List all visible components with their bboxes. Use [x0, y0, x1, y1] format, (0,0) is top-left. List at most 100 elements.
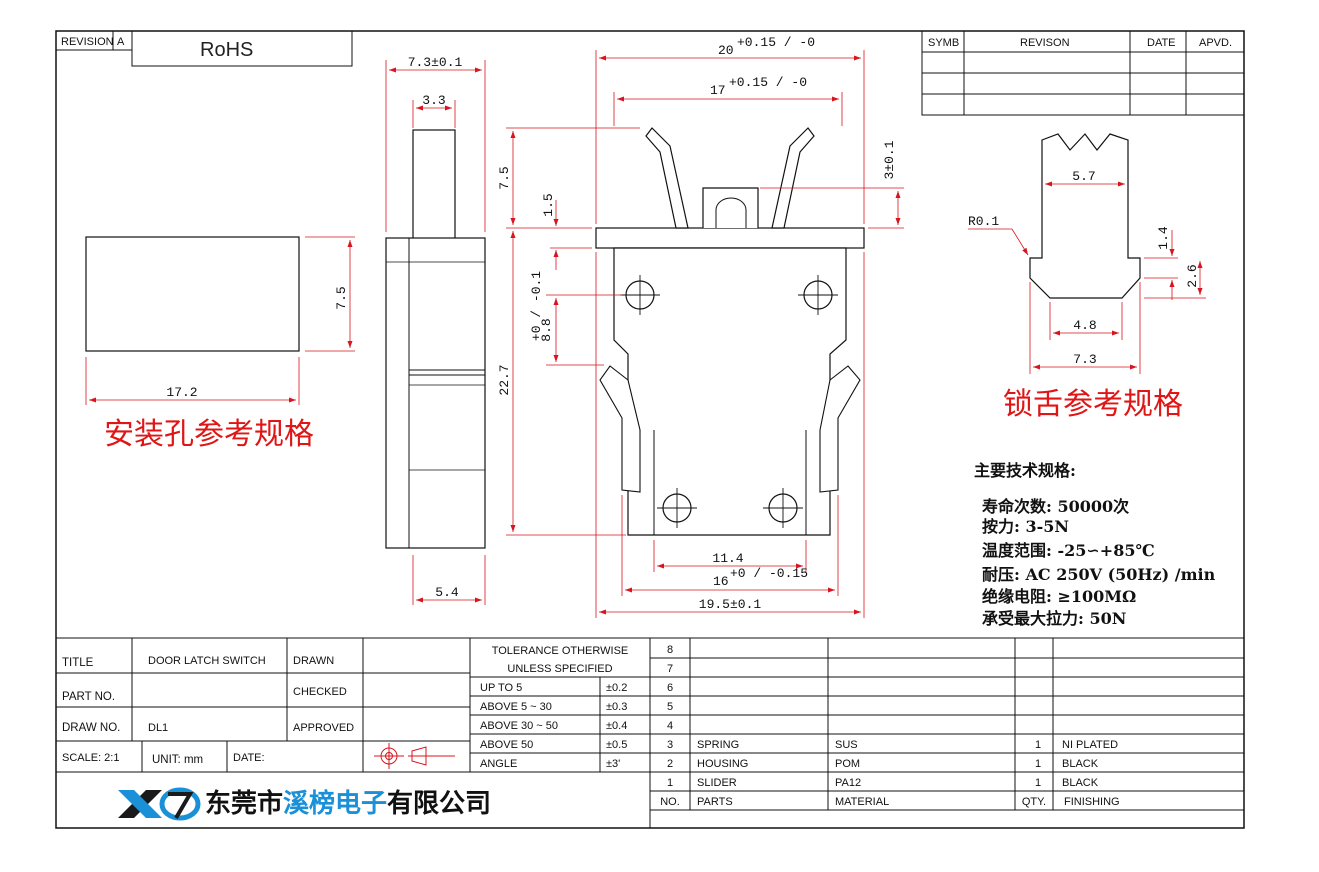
front-bottom-outer-dim: 19.5±0.1 [699, 597, 762, 612]
front-total-height-dim: 22.7 [497, 364, 512, 395]
part-row-no: 3 [667, 739, 673, 751]
draw-no-label: DRAW NO. [62, 722, 120, 734]
part-no-label: PART NO. [62, 691, 115, 703]
part-row-no: 5 [667, 701, 673, 713]
tongue-step-dim: 1.4 [1156, 226, 1171, 250]
part-row-name: HOUSING [697, 758, 748, 770]
tolerance-range: ABOVE 5 ~ 30 [480, 701, 552, 713]
front-overall-width-dim: 20 [718, 43, 734, 58]
checked-label: CHECKED [293, 686, 347, 698]
tongue-outer-dim: 7.3 [1073, 352, 1096, 367]
front-body [613, 247, 847, 536]
tongue-caption: 锁舌参考规格 [1003, 387, 1183, 422]
tolerance-range: ANGLE [480, 758, 517, 770]
part-row-material: PA12 [835, 777, 861, 789]
tolerance-range: UP TO 5 [480, 682, 522, 694]
projection-symbol-icon [374, 743, 455, 769]
mount-hole-view: 7.5 17.2 安装孔参考规格 [85, 236, 355, 452]
drawn-label: DRAWN [293, 655, 334, 667]
part-row-finishing: BLACK [1062, 758, 1099, 770]
tongue-radius-dim: R0.1 [968, 214, 999, 229]
front-overall-width-tol: +0.15 / -0 [737, 35, 815, 50]
tongue-inner-dim: 4.8 [1073, 318, 1096, 333]
part-row-finishing: BLACK [1062, 777, 1099, 789]
unit-label: UNIT: mm [152, 754, 203, 766]
revision-label: REVISION [61, 36, 114, 48]
part-row-no: 8 [667, 644, 673, 656]
revision-table: SYMB REVISON DATE APVD. [921, 30, 1245, 116]
front-left-arm [645, 127, 689, 229]
spec-line: 承受最大拉力: 50N [982, 609, 1126, 628]
front-arm-width-dim: 17 [710, 83, 726, 98]
tongue-top-dim: 5.7 [1072, 169, 1095, 184]
spec-block: 主要技术规格: 寿命次数: 50000次 按力: 3-5N 温度范围: -25∽… [974, 461, 1216, 628]
rohs-label: RoHS [200, 39, 253, 61]
title-block-text: TITLE DOOR LATCH SWITCH DRAWN PART NO. C… [62, 644, 1120, 821]
part-row-no: 4 [667, 720, 673, 732]
part-row-no: 7 [667, 663, 673, 675]
part-row-qty: 1 [1035, 758, 1041, 770]
side-top-width-dim: 7.3±0.1 [408, 55, 463, 70]
front-flange [595, 227, 865, 249]
side-pin-width-dim: 3.3 [422, 93, 445, 108]
part-row-qty: 1 [1035, 739, 1041, 751]
approved-label: APPROVED [293, 722, 354, 734]
part-row-no: 6 [667, 682, 673, 694]
part-row-no: 1 [667, 777, 673, 789]
tongue-shape [1029, 133, 1141, 299]
tolerance-heading-1: TOLERANCE OTHERWISE [492, 645, 629, 657]
parts-header-qty: QTY. [1022, 796, 1046, 808]
hole-width-dim: 17.2 [166, 385, 197, 400]
mount-hole-rect [85, 236, 300, 352]
front-bottom-mid-dim: 16 [713, 574, 729, 589]
spec-line: 按力: 3-5N [982, 517, 1069, 536]
front-flange-dim: 1.5 [541, 193, 556, 216]
tolerance-range: ABOVE 50 [480, 739, 533, 751]
hole-height-dim: 7.5 [334, 286, 349, 309]
company-logo [118, 787, 201, 821]
tongue-view: 5.7 R0.1 1.4 2.6 4.8 7.3 锁舌参考规格 [968, 133, 1206, 422]
revision-box: REVISION A RoHS [55, 30, 353, 67]
part-row-name: SPRING [697, 739, 739, 751]
tolerance-range: ABOVE 30 ~ 50 [480, 720, 558, 732]
title-block [56, 637, 1244, 828]
front-arm-width-tol: +0.15 / -0 [729, 75, 807, 90]
rev-apvd-header: APVD. [1199, 37, 1232, 49]
front-view: 20 +0.15 / -0 17 +0.15 / -0 7.5 1.5 8.8 … [497, 35, 904, 618]
spec-line: 温度范围: -25∽+85℃ [981, 541, 1155, 560]
parts-header-finishing: FINISHING [1064, 796, 1120, 808]
front-bottom-mid-tol: +0 / -0.15 [730, 566, 808, 581]
part-row-material: POM [835, 758, 860, 770]
tolerance-value: ±0.5 [606, 739, 627, 751]
side-view: 7.3±0.1 3.3 5.4 [385, 55, 486, 605]
part-row-qty: 1 [1035, 777, 1041, 789]
part-row-no: 2 [667, 758, 673, 770]
tolerance-value: ±0.3 [606, 701, 627, 713]
title-label: TITLE [62, 657, 94, 669]
side-bottom-width-dim: 5.4 [435, 585, 459, 600]
part-row-finishing: NI PLATED [1062, 739, 1118, 751]
front-hole-pitch-tol: +0 / -0.1 [529, 271, 544, 341]
parts-header-no: NO. [660, 796, 680, 808]
spec-line: 耐压: AC 250V (50Hz) /min [982, 565, 1216, 584]
rev-date-header: DATE [1147, 37, 1176, 49]
side-body [385, 237, 486, 549]
company-name-part: 东莞市 [205, 788, 283, 818]
draw-no-value: DL1 [148, 722, 168, 734]
tolerance-heading-2: UNLESS SPECIFIED [507, 663, 612, 675]
scale-label: SCALE: 2:1 [62, 752, 119, 764]
tolerance-value: ±3' [606, 758, 620, 770]
rev-revision-header: REVISON [1020, 37, 1070, 49]
front-right-arm [771, 127, 815, 229]
date-label: DATE: [233, 752, 265, 764]
part-row-name: SLIDER [697, 777, 737, 789]
side-pin [412, 129, 456, 241]
front-hole-pitch-dim: 8.8 [539, 318, 554, 341]
tolerance-value: ±0.2 [606, 682, 627, 694]
parts-header-parts: PARTS [697, 796, 733, 808]
mount-hole-caption: 安装孔参考规格 [104, 417, 314, 452]
revision-value: A [117, 36, 125, 48]
title-value: DOOR LATCH SWITCH [148, 655, 266, 667]
spec-title: 主要技术规格: [974, 461, 1076, 480]
